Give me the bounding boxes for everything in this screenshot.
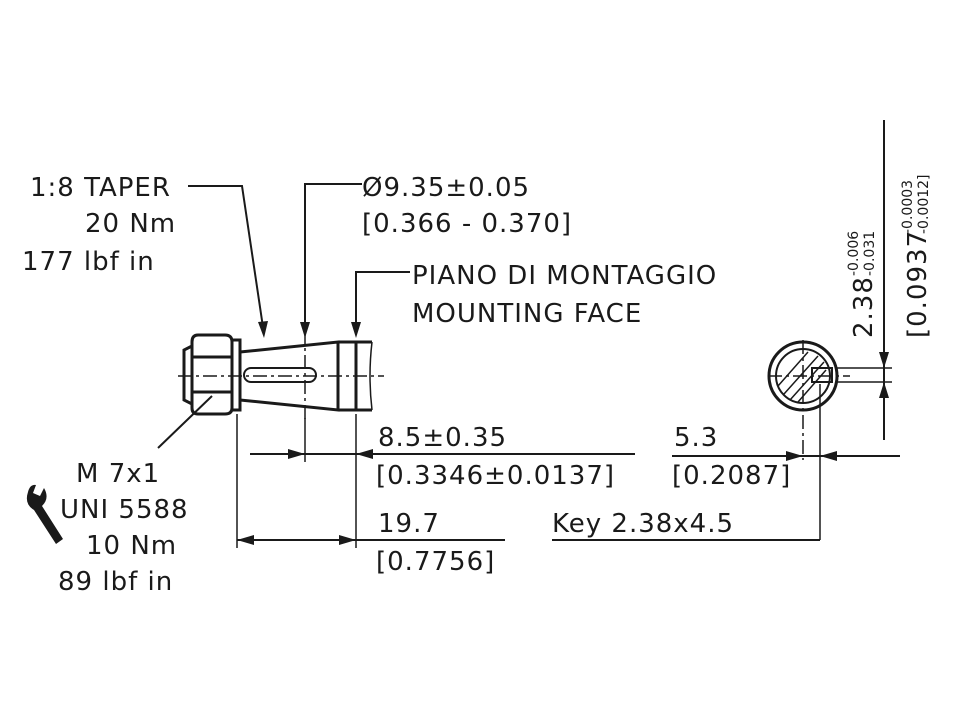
svg-text:-0.0003: -0.0003 <box>900 180 916 234</box>
shaft-end-view <box>552 120 900 541</box>
mounting-face-it: PIANO DI MONTAGGIO <box>412 261 717 291</box>
taper-torque-lbf: 177 lbf in <box>22 247 155 277</box>
svg-text:-0.031: -0.031 <box>862 231 878 276</box>
key-spec: Key 2.38x4.5 <box>552 509 734 539</box>
leaders <box>157 183 410 449</box>
diameter-mm: Ø9.35±0.05 <box>362 173 530 203</box>
key-width-in: [0.0937 -0.0003 -0.0012] <box>900 175 933 339</box>
taper-length-mm: 8.5±0.35 <box>378 423 507 453</box>
key-width-mm: 2.38 -0.006 -0.031 <box>846 231 879 338</box>
washer <box>230 338 242 412</box>
svg-text:[0.0937: [0.0937 <box>903 230 933 338</box>
hatching <box>777 351 827 403</box>
hex-nut <box>182 333 234 416</box>
side-dimensions <box>236 414 635 548</box>
shaft-side-view <box>178 330 384 420</box>
svg-text:-0.0012]: -0.0012] <box>916 175 932 235</box>
taper-label: 1:8 TAPER <box>30 173 171 203</box>
thread-spec: M 7x1 <box>76 459 160 489</box>
mounting-face-en: MOUNTING FACE <box>412 299 642 329</box>
key-position-in: [0.2087] <box>672 461 791 491</box>
labels: 1:8 TAPER 20 Nm 177 lbf in Ø9.35±0.05 [0… <box>22 173 933 597</box>
break-line <box>369 341 373 411</box>
total-length-mm: 19.7 <box>378 509 440 539</box>
nut-torque-nm: 10 Nm <box>86 531 177 561</box>
key-section <box>811 367 833 383</box>
taper-torque-nm: 20 Nm <box>85 209 176 239</box>
total-length-in: [0.7756] <box>376 547 495 577</box>
svg-text:2.38: 2.38 <box>849 276 879 338</box>
diameter-in: [0.366 - 0.370] <box>362 209 572 239</box>
svg-text:-0.006: -0.006 <box>846 231 862 276</box>
wrench-icon <box>26 484 63 544</box>
nut-torque-lbf: 89 lbf in <box>58 567 173 597</box>
key-slot <box>243 367 317 383</box>
taper-length-in: [0.3346±0.0137] <box>376 461 615 491</box>
thread-standard: UNI 5588 <box>60 495 189 525</box>
key-position-mm: 5.3 <box>674 423 718 453</box>
